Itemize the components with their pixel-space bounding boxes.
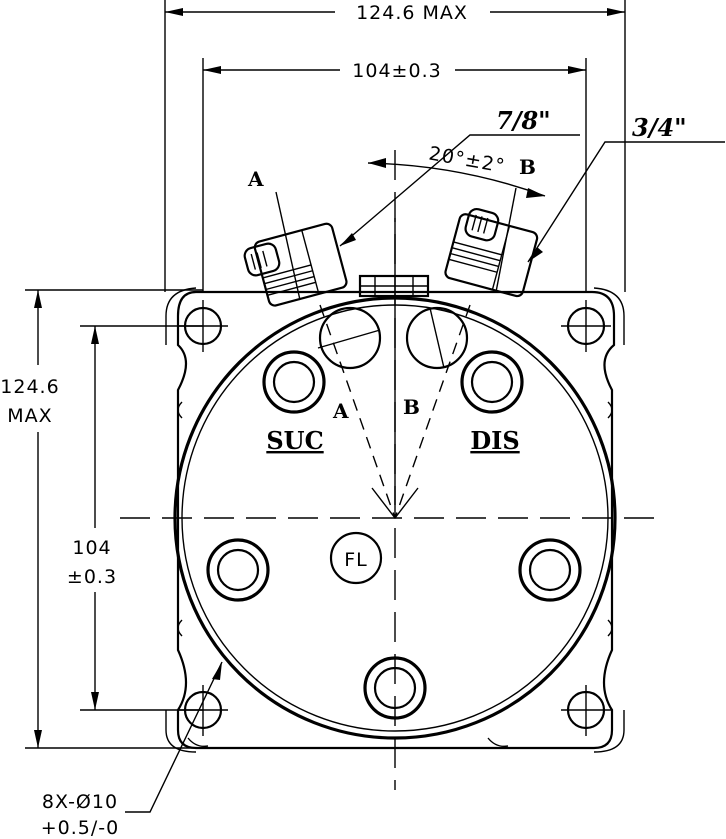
flange-edge-nubs [177,401,613,748]
bolt-spacing-vertical-dimension: 104 ±0.3 [67,325,203,711]
overall-height-suffix: MAX [7,405,52,427]
bolt-holes [178,300,611,736]
angle-label: 20°±2° [427,143,507,178]
fill-plug: FL [329,531,383,585]
marker-a-top: A [247,167,264,191]
bolt-hole-callout-line1: 8X-Ø10 [42,791,118,813]
fill-plug-label: FL [344,549,368,571]
overall-height-value: 124.6 [0,376,59,398]
overall-width-dimension: 124.6 MAX [164,0,626,292]
bolt-hole-callout: 8X-Ø10 +0.5/-0 [41,661,223,839]
bolt-spacing-vertical-tol: ±0.3 [67,566,117,588]
suction-fitting [243,222,348,307]
overall-width-label: 124.6 MAX [356,2,468,24]
marker-a-center: A [332,399,349,423]
overall-height-dimension: 124.6 MAX [0,289,203,749]
suction-valve-circle [317,306,382,370]
center-lines [120,150,665,790]
mounting-flange [176,290,616,750]
bolt-spacing-horizontal-dimension: 104±0.3 [202,58,587,292]
right-mount-boss [518,538,582,602]
marker-b-top: B [519,155,536,179]
left-mount-boss [206,538,270,602]
discharge-valve-circle [405,306,469,370]
bolt-hole [178,685,228,736]
bolt-spacing-vertical-value: 104 [72,537,111,559]
marker-b-center: B [403,395,420,419]
hex-nut [358,274,430,298]
suction-size-label: 7/8" [496,106,551,135]
bolt-hole [561,685,611,736]
discharge-port [460,350,524,414]
fitting-size-leaders: 7/8" 3/4" [339,106,725,263]
suction-port [262,350,326,414]
bolt-hole-callout-line2: +0.5/-0 [41,817,119,839]
bottom-mount-boss [363,656,427,720]
bolt-hole [561,300,611,352]
discharge-fitting [444,207,539,298]
discharge-size-label: 3/4" [632,113,687,142]
discharge-port-label: DIS [470,426,519,455]
bolt-spacing-horizontal-label: 104±0.3 [352,60,441,82]
angle-guide-lines [319,218,471,520]
suction-port-label: SUC [266,426,323,455]
bolt-hole [178,300,228,352]
